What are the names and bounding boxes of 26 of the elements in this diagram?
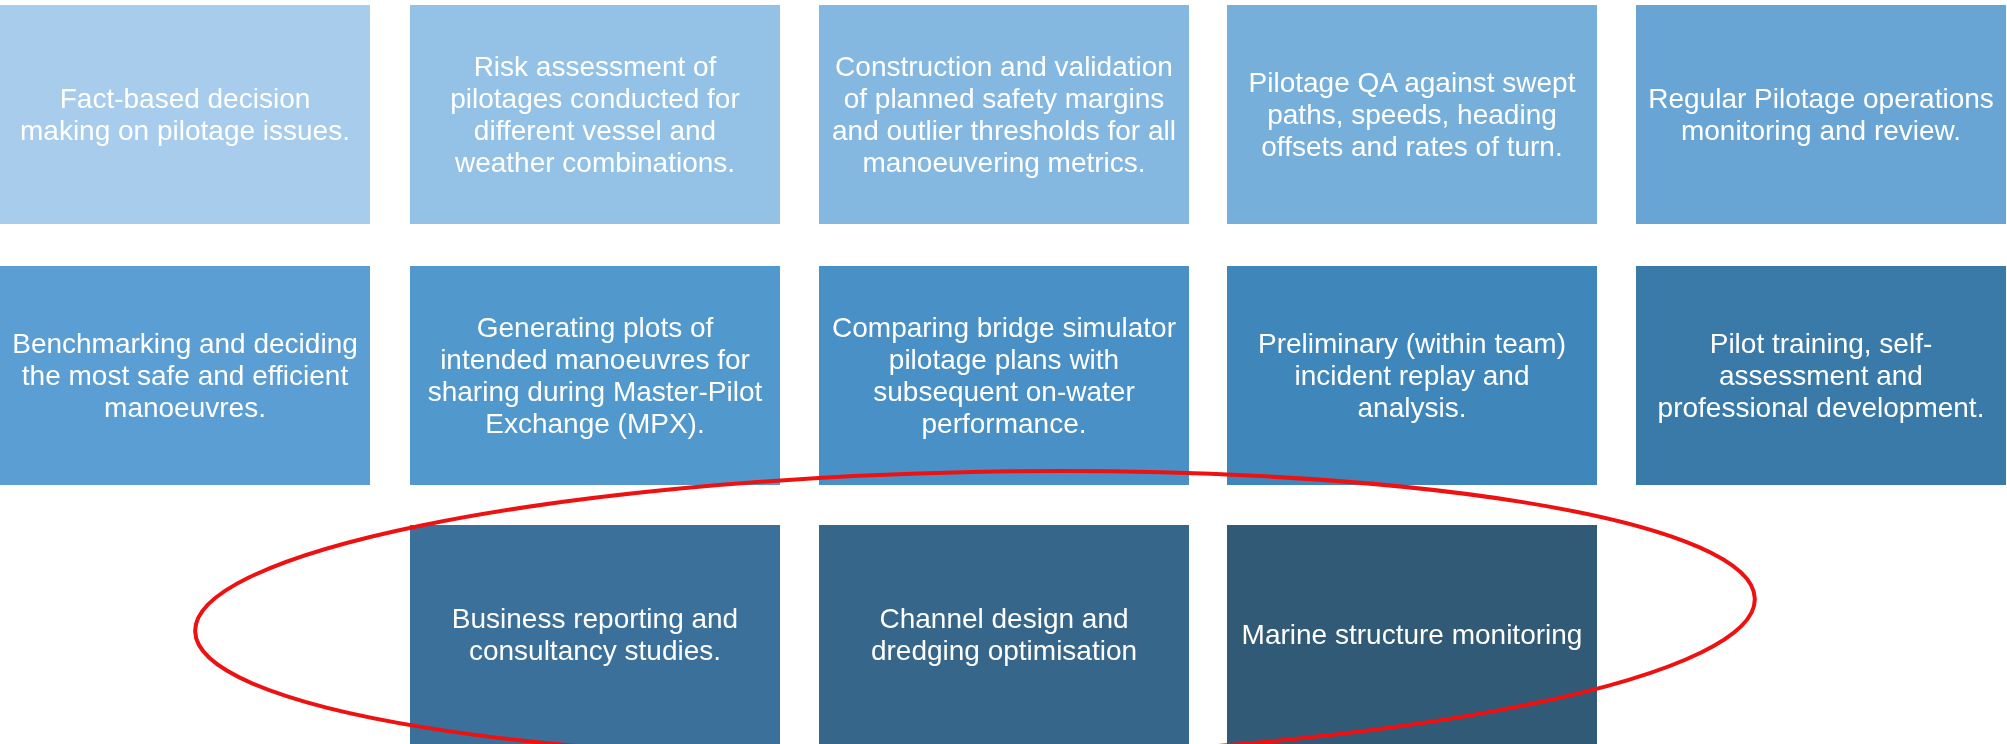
tile-text: Channel design and dredging optimisation xyxy=(869,602,1139,667)
text-tile xyxy=(410,5,780,224)
tile-text: Preliminary (within team) incident replay and analysis. xyxy=(1256,327,1568,424)
tile-text: Comparing bridge simulator pilotage plans with subsequent on-water performance. xyxy=(831,311,1177,440)
text-tile xyxy=(819,266,1189,485)
tile-text: Marine structure monitoring xyxy=(1241,618,1583,651)
text-tile xyxy=(0,5,370,224)
text-tile xyxy=(0,266,370,485)
tile-text: Business reporting and consultancy studies. xyxy=(450,602,740,667)
tile-text: Regular Pilotage operations monitoring and review. xyxy=(1648,82,1994,147)
text-tile xyxy=(410,266,780,485)
text-tile xyxy=(819,525,1189,744)
text-tile xyxy=(1227,5,1597,224)
tile-text: Pilotage QA against swept paths, speeds, heading offsets and rates of turn. xyxy=(1247,66,1577,163)
text-tile xyxy=(819,5,1189,224)
tile-text: Benchmarking and deciding the most safe and efficient manoeuvres. xyxy=(12,327,358,424)
tile-text: Pilot training, self-assessment and professional development. xyxy=(1656,327,1986,424)
text-tile xyxy=(1636,266,2006,485)
tile-text: Risk assessment of pilotages conducted for different vessel and weather combinations. xyxy=(449,50,741,179)
text-tile xyxy=(1636,5,2006,224)
tile-text: Generating plots of intended manoeuvres for sharing during Master-Pilot Exchange (MPX). xyxy=(426,311,764,440)
text-tile xyxy=(410,525,780,744)
tile-text: Fact-based decision making on pilotage issues. xyxy=(19,82,351,147)
text-tile xyxy=(1227,266,1597,485)
text-tile xyxy=(1227,525,1597,744)
tile-text: Construction and validation of planned safety margins and outlier thresholds for all manoeuvering metrics. xyxy=(831,50,1177,179)
